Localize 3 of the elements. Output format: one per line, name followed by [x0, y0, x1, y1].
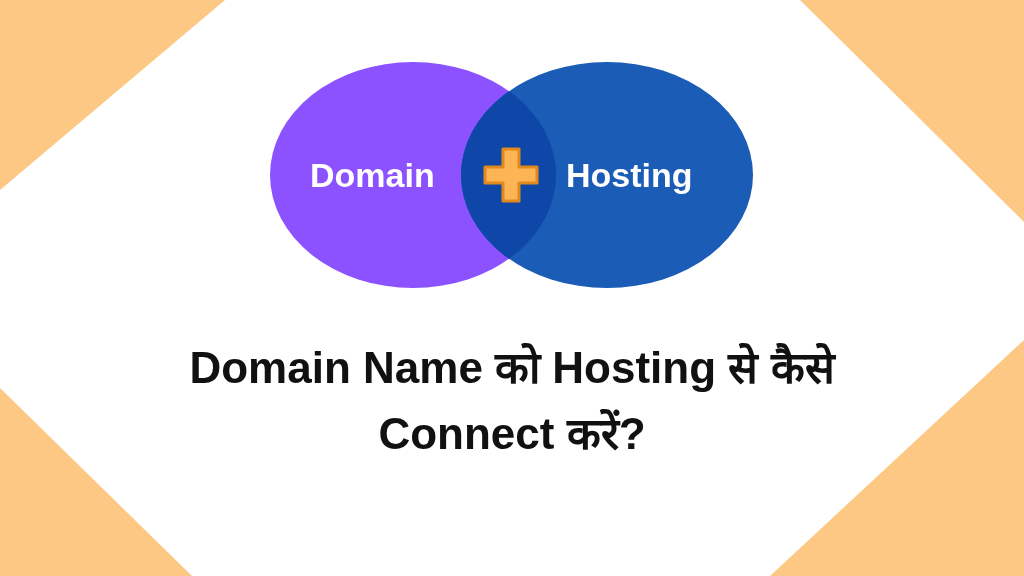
circle-label: Domain — [310, 155, 435, 196]
circle-label: Hosting — [566, 155, 693, 196]
title: Domain Name को Hosting से कैसे Connect करें? — [188, 342, 837, 460]
